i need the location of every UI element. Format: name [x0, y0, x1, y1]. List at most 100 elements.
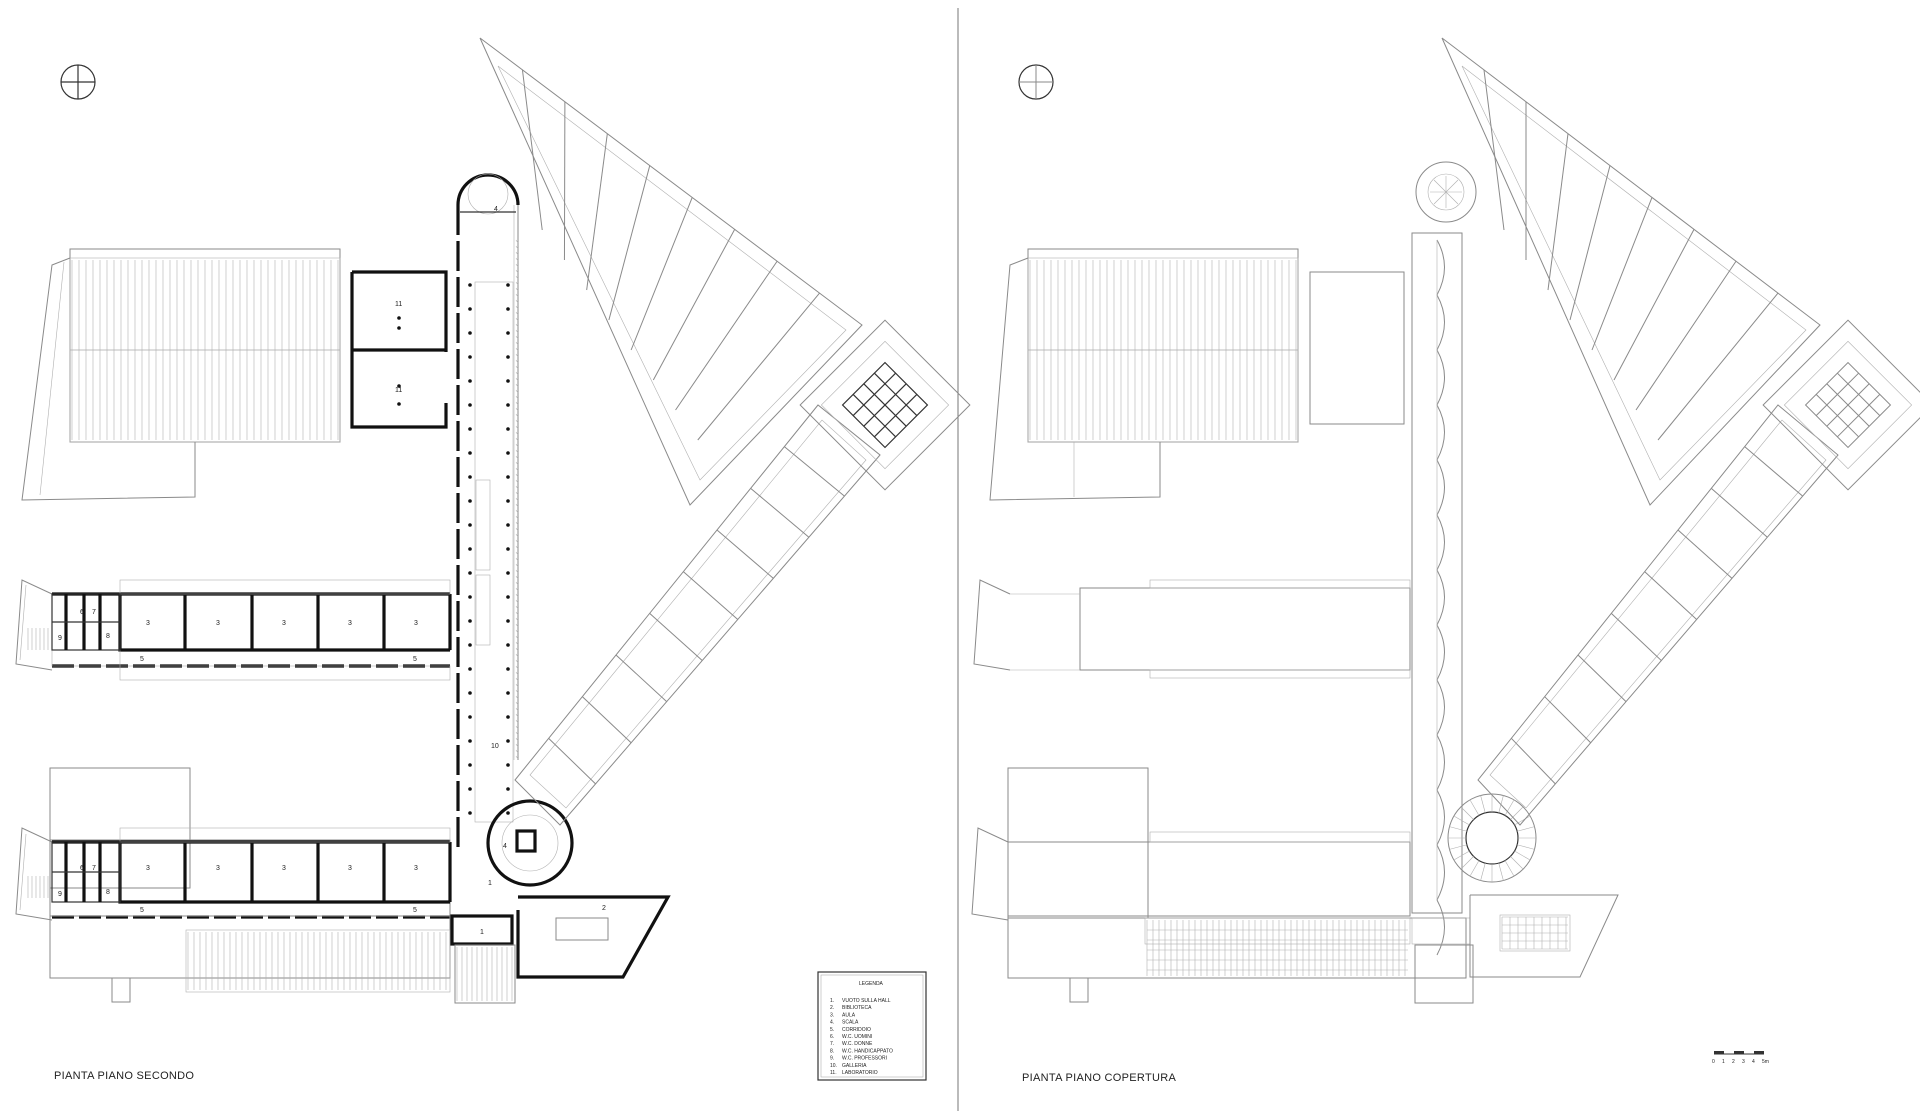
column-dot [506, 475, 510, 479]
arc-line [1436, 239, 1445, 296]
hatch-line [515, 491, 519, 496]
stair-tread [1517, 844, 1535, 850]
rib-line [1483, 69, 1505, 231]
hatch-line [515, 323, 519, 328]
hatch-line [515, 281, 519, 286]
hatch-line [515, 365, 519, 370]
lab-block: 11 11 [350, 270, 448, 429]
rib-line [1544, 696, 1592, 744]
column-dot [468, 283, 472, 287]
arc-line [1436, 294, 1445, 351]
hatch-line [515, 647, 519, 652]
room-label: 3 [414, 620, 418, 627]
hatch-line [515, 521, 519, 526]
column-dot [506, 547, 510, 551]
legend-item: BIBLIOTECA [842, 1005, 872, 1011]
hatch-line [515, 311, 519, 316]
rib-line [1547, 133, 1569, 291]
legend-number: 11. [830, 1070, 837, 1076]
rib-line [1569, 165, 1611, 321]
room-label: 6 [80, 609, 84, 616]
hatch-line [515, 677, 519, 682]
legend-number: 4. [830, 1020, 834, 1026]
library: 2 [516, 895, 671, 979]
room-label: 3 [282, 620, 286, 627]
rib-line [1613, 229, 1695, 381]
legend-item: LABORATORIO [842, 1070, 878, 1076]
hatch-line [515, 605, 519, 610]
room-label: 11 [395, 301, 402, 308]
hatch-line [515, 287, 519, 292]
plan-title: PIANTA PIANO SECONDO [54, 1070, 194, 1082]
legend-number: 9. [830, 1056, 834, 1062]
arc-line [1436, 349, 1445, 406]
column-dot [506, 667, 510, 671]
scale-tick-label: 0 [1712, 1059, 1715, 1065]
room-label: 5 [140, 907, 144, 914]
hatch-line [515, 251, 519, 256]
legend-number: 1. [830, 998, 834, 1004]
column-dot [506, 571, 510, 575]
hatch-line [515, 239, 519, 244]
room-label: 9 [58, 635, 62, 642]
room-label: 4 [494, 206, 498, 213]
arc-line [1436, 624, 1445, 681]
rib-line [750, 487, 810, 538]
hatch-line [515, 275, 519, 280]
room-label: 6 [80, 865, 84, 872]
column-dot [468, 595, 472, 599]
room-label: 5 [413, 656, 417, 663]
hatch-line [515, 245, 519, 250]
legend-item: VUOTO SULLA HALL [842, 998, 891, 1004]
rib-line [608, 165, 651, 321]
rib-line [1711, 487, 1768, 538]
spiral-stair-bottom: 4 1 [486, 799, 574, 887]
plan-title: PIANTA PIANO COPERTURA [1022, 1072, 1176, 1084]
rib-line [615, 654, 668, 703]
stair-tread [1514, 850, 1531, 861]
column-dot [506, 619, 510, 623]
scale-tick-label: 4 [1752, 1059, 1755, 1065]
rib-line [652, 229, 736, 381]
column-dot [506, 307, 510, 311]
rib-line [649, 612, 703, 661]
hatch-line [515, 329, 519, 334]
hatch-line [515, 353, 519, 358]
column-dot [506, 715, 510, 719]
column-dot [468, 715, 472, 719]
stair-tread [1480, 863, 1486, 881]
rib-line [683, 571, 739, 620]
roof-spine [1411, 161, 1537, 956]
hatch-line [515, 431, 519, 436]
roof-v-wing [1441, 37, 1920, 826]
column-dot [468, 619, 472, 623]
room-label: 1 [480, 929, 484, 936]
room-label: 3 [348, 620, 352, 627]
arc-line [1436, 514, 1445, 571]
rib-line [1577, 654, 1627, 703]
hatch-line [515, 395, 519, 400]
hatch-line [515, 479, 519, 484]
hatch-line [515, 467, 519, 472]
hatch-line [515, 599, 519, 604]
stair-tread [1469, 799, 1480, 816]
column-dot [506, 403, 510, 407]
hatch-line [515, 731, 519, 736]
rib-line [521, 69, 543, 231]
hatch-line [515, 389, 519, 394]
hatch-line [515, 443, 519, 448]
hatch-line [515, 593, 519, 598]
column-dot [468, 451, 472, 455]
room-label: 2 [602, 905, 606, 912]
room-label: 7 [92, 865, 96, 872]
stair-tread [1469, 860, 1480, 877]
north-arrow-icon [1018, 64, 1054, 100]
hatch-line [515, 737, 519, 742]
legend-number: 8. [830, 1048, 834, 1054]
legend-item: CORRIDOIO [842, 1027, 871, 1033]
room-label: 5 [140, 656, 144, 663]
room-label: 5 [413, 907, 417, 914]
hatch-line [515, 257, 519, 262]
legend-number: 3. [830, 1012, 834, 1018]
rib-line [630, 197, 693, 351]
